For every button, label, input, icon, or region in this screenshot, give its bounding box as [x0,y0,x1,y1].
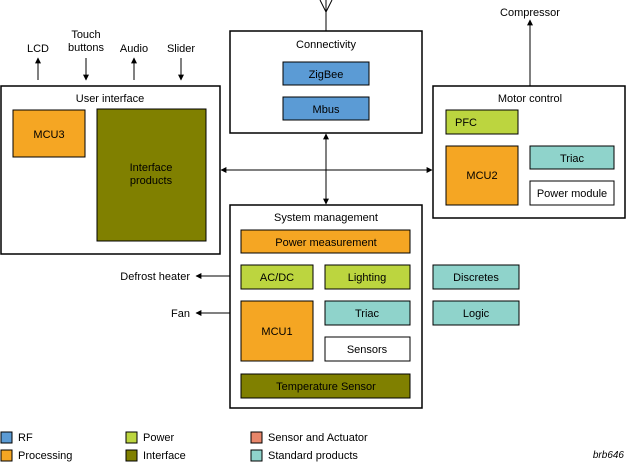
label-lcd: LCD [27,43,49,55]
user-interface-title: User interface [76,93,144,105]
user-interface-block: User interface MCU3 Interface products [0,85,221,255]
mcu1-label: MCU1 [261,326,292,338]
label-defrost: Defrost heater [120,271,190,283]
legend-swatch-rf [0,431,13,444]
interface-products-label-2: products [130,175,173,187]
legend-swatch-interface [125,449,138,462]
label-audio: Audio [120,43,148,55]
legend-swatch-power [125,431,138,444]
legend: RF Processing Power Interface Sensor and… [0,431,368,462]
label-touch-1: Touch [71,29,100,41]
mcu2-label: MCU2 [466,170,497,182]
temperature-sensor-label: Temperature Sensor [276,381,376,393]
power-module-label: Power module [537,188,607,200]
mbus-label: Mbus [313,104,340,116]
logic-label: Logic [463,308,490,320]
discretes-box: Discretes [432,264,520,290]
legend-swatch-standard [250,449,263,462]
legend-interface: Interface [143,450,186,462]
system-management-block: System management Power measurement AC/D… [229,204,423,409]
figure-id: brb646 [593,450,625,461]
label-slider: Slider [167,43,195,55]
legend-processing: Processing [18,450,72,462]
label-compressor: Compressor [500,7,560,19]
zigbee-label: ZigBee [309,69,344,81]
lighting-label: Lighting [348,272,387,284]
sys-triac-label: Triac [355,308,380,320]
motor-control-block: Motor control PFC MCU2 Triac Power modul… [432,85,626,219]
discretes-label: Discretes [453,272,499,284]
connectivity-block: Connectivity ZigBee Mbus [229,30,423,134]
interface-products-label-1: Interface [130,162,173,174]
legend-sensor-actuator: Sensor and Actuator [268,432,368,444]
legend-swatch-sensor-actuator [250,431,263,444]
motor-triac-label: Triac [560,153,585,165]
pfc-label: PFC [455,117,477,129]
legend-rf: RF [18,432,33,444]
acdc-label: AC/DC [260,272,294,284]
antenna-icon [319,0,333,31]
legend-standard: Standard products [268,450,358,462]
motor-control-title: Motor control [498,93,562,105]
legend-swatch-processing [0,449,13,462]
label-touch-2: buttons [68,42,105,54]
label-fan: Fan [171,308,190,320]
logic-box: Logic [432,300,520,326]
sensors-label: Sensors [347,344,388,356]
system-management-title: System management [274,212,378,224]
mcu3-label: MCU3 [33,129,64,141]
legend-power: Power [143,432,175,444]
connectivity-title: Connectivity [296,39,356,51]
power-measurement-label: Power measurement [275,237,377,249]
